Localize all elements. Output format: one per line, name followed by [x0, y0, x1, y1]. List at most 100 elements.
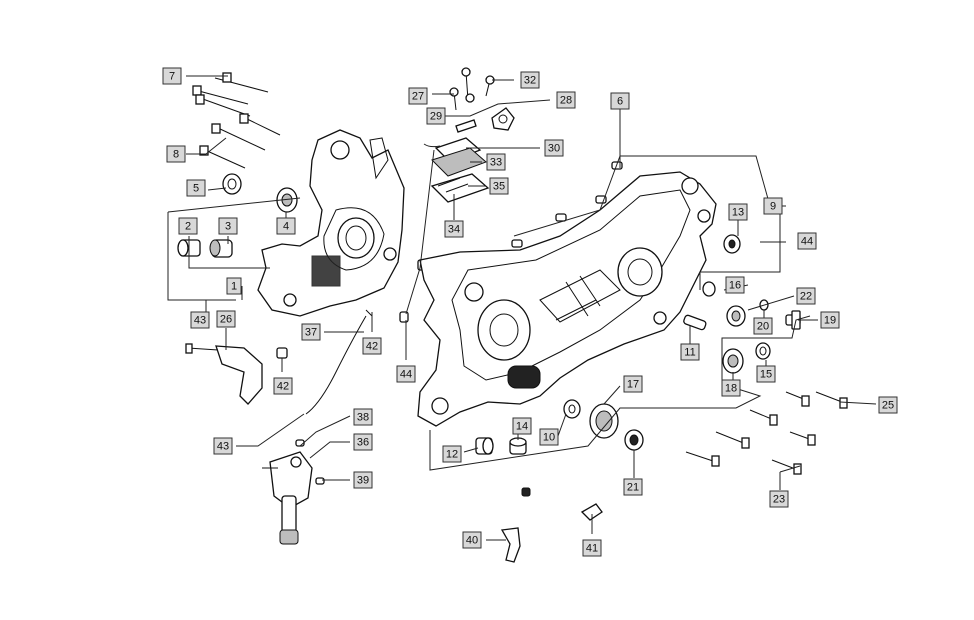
bushing-3 [209, 239, 233, 258]
bearing-22 [726, 305, 746, 327]
callout-number: 2 [185, 221, 191, 233]
bolt-group-7 [192, 72, 269, 117]
callout-number: 42 [277, 381, 289, 393]
seal-10 [563, 399, 581, 419]
callout-12: 12 [442, 445, 462, 463]
callout-number: 29 [430, 111, 442, 123]
bolts-25 [749, 391, 848, 426]
callout-number: 28 [560, 95, 572, 107]
callout-7: 7 [162, 67, 182, 85]
callout-number: 33 [490, 157, 502, 169]
callout-number: 43 [217, 441, 229, 453]
callout-1: 1 [226, 277, 242, 295]
shaft-11 [683, 314, 707, 331]
bolt-group-8 [199, 113, 281, 169]
callout-26: 26 [216, 310, 236, 328]
seal-16 [702, 281, 716, 297]
callout-38: 38 [353, 408, 373, 426]
reed-valve-assembly [430, 137, 490, 203]
callout-number: 13 [732, 207, 744, 219]
callout-4: 4 [276, 217, 296, 235]
bearing-4 [276, 187, 298, 213]
callout-25: 25 [878, 396, 898, 414]
seal-13 [723, 234, 741, 254]
callout-27: 27 [408, 87, 428, 105]
callout-number: 17 [627, 379, 639, 391]
callout-37: 37 [301, 323, 321, 341]
callout-number: 34 [448, 224, 460, 236]
callout-22: 22 [796, 287, 816, 305]
callout-number: 26 [220, 314, 232, 326]
callout-number: 7 [169, 71, 175, 83]
bearing-17 [589, 403, 619, 439]
callout-6: 6 [610, 92, 630, 110]
callout-number: 30 [548, 143, 560, 155]
bushing-12 [475, 437, 494, 455]
bushing-14 [509, 437, 527, 455]
seal-15 [755, 342, 771, 360]
callout-number: 27 [412, 91, 424, 103]
intake-clip-29 [455, 119, 477, 133]
callout-number: 3 [225, 221, 231, 233]
clip-40 [580, 503, 603, 521]
left-crankcase-half [257, 129, 405, 317]
callout-number: 43 [194, 315, 206, 327]
callout-x: 44 [396, 365, 416, 383]
callout-42: 42 [273, 377, 293, 395]
callout-number: 19 [824, 315, 836, 327]
callout-number: 32 [524, 75, 536, 87]
callout-number: 38 [357, 412, 369, 424]
drain-bolt [521, 487, 531, 497]
callout-40: 40 [462, 531, 482, 549]
plug-19 [785, 310, 801, 330]
callout-23: 23 [769, 490, 789, 508]
callout-number: 18 [725, 383, 737, 395]
callout-19: 19 [820, 311, 840, 329]
callout-9: 9 [763, 197, 783, 215]
callout-number: 36 [357, 437, 369, 449]
callout-2: 2 [178, 217, 198, 235]
callout-number: 4 [283, 221, 289, 233]
callout-number: 1 [231, 281, 237, 293]
callout-number: 10 [543, 432, 555, 444]
oil-seal-5 [222, 173, 242, 195]
callout-36: 36 [353, 433, 373, 451]
callout-number: 40 [466, 535, 478, 547]
bracket-26 [185, 343, 263, 405]
callout-number: 5 [193, 183, 199, 195]
intake-fitting-28 [491, 107, 515, 131]
callout-8: 8 [166, 145, 186, 163]
callout-13: 13 [728, 203, 748, 221]
callout-39: 39 [353, 471, 373, 489]
oil-pump-assembly [262, 439, 325, 545]
callout-number: 16 [729, 280, 741, 292]
bolts-23 [685, 431, 816, 475]
intake-bolts-27-32 [449, 67, 495, 111]
callout-34: 34 [444, 220, 464, 238]
callout-number: 21 [627, 482, 639, 494]
callout-29: 29 [426, 107, 446, 125]
bushing-2 [177, 239, 201, 257]
callout-number: 22 [800, 291, 812, 303]
callout-28: 28 [556, 91, 576, 109]
callout-5: 5 [186, 179, 206, 197]
callout-number: 42 [366, 341, 378, 353]
callout-number: 8 [173, 149, 179, 161]
callout-35: 35 [489, 177, 509, 195]
callout-number: 9 [770, 201, 776, 213]
callout-20: 20 [753, 317, 773, 335]
callout-44: 44 [797, 232, 817, 250]
callout-3: 3 [218, 217, 238, 235]
callout-x: 43 [213, 437, 233, 455]
callout-11: 11 [680, 343, 700, 361]
callout-number: 20 [757, 321, 769, 333]
callout-33: 33 [486, 153, 506, 171]
callout-number: 23 [773, 494, 785, 506]
callout-number: 44 [801, 236, 813, 248]
callout-number: 6 [617, 96, 623, 108]
callout-10: 10 [539, 428, 559, 446]
callout-number: 14 [516, 421, 528, 433]
nut-41 [276, 347, 288, 359]
